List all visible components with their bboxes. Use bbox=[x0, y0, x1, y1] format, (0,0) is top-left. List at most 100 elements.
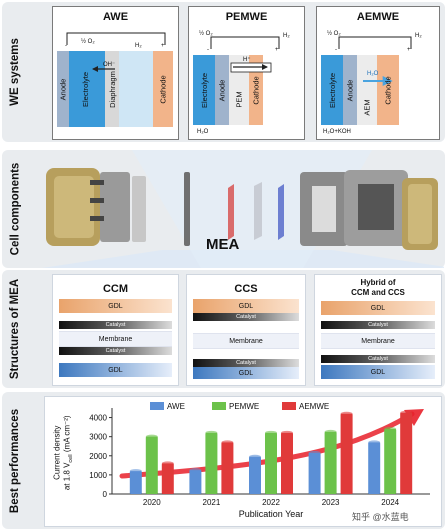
bar-cap-awe-2024 bbox=[368, 440, 381, 445]
x-tick-label: 2024 bbox=[381, 498, 399, 507]
ccm-membrane: Membrane bbox=[59, 331, 172, 347]
pemwe-title: PEMWE bbox=[225, 11, 268, 23]
awe-circuit bbox=[57, 32, 173, 127]
aemwe-circuit bbox=[321, 36, 412, 125]
aemwe-plus: + bbox=[407, 47, 411, 53]
x-tick-label: 2020 bbox=[143, 498, 161, 507]
bar-aemwe-2022 bbox=[281, 432, 293, 494]
legend-label-aemwe: AEMWE bbox=[299, 402, 329, 411]
hybrid-catalyst-top: Catalyst bbox=[321, 321, 435, 329]
chart-ylabel: Current density at 1.8 Vcell (mA cm⁻²) bbox=[50, 400, 78, 506]
bar-cap-pemwe-2024 bbox=[384, 427, 397, 432]
ccs-panel: CCS GDL Catalyst Membrane Catalyst GDL bbox=[186, 274, 306, 386]
ccm-title: CCM bbox=[102, 283, 129, 295]
bar-awe-2020 bbox=[129, 471, 142, 494]
cell-components-label: Cell components bbox=[9, 162, 21, 256]
aemwe-o2: ½ O₂ bbox=[327, 31, 341, 37]
pemwe-circuit bbox=[193, 36, 280, 125]
bar-aemwe-2023 bbox=[340, 413, 353, 494]
aemwe-panel: AEMWE - ½ O₂ H₂ + H₂O H₂O+KOH Electrolyt… bbox=[316, 6, 440, 140]
hybrid-panel: Hybrid of CCM and CCS GDL Catalyst Membr… bbox=[314, 274, 442, 386]
bar-pemwe-2021 bbox=[205, 432, 218, 494]
ccm-gdl-bottom: GDL bbox=[59, 363, 172, 377]
bar-cap-awe-2021 bbox=[189, 468, 202, 473]
chart-ylabel-line2: at 1.8 Vcell (mA cm⁻²) bbox=[62, 415, 74, 491]
bar-cap-pemwe-2020 bbox=[145, 434, 158, 439]
y-tick-label: 1000 bbox=[89, 471, 107, 480]
x-tick-label: 2022 bbox=[262, 498, 280, 507]
awe-minus: - bbox=[65, 43, 67, 49]
ccm-catalyst-bottom: Catalyst bbox=[59, 347, 172, 355]
bar-aemwe-2020 bbox=[161, 463, 174, 494]
pemwe-panel: PEMWE - ½ O₂ H₂ + H⁺ H₂O Electrolyte Ano… bbox=[188, 6, 305, 140]
awe-o2: ½ O₂ bbox=[81, 39, 95, 45]
best-performances-label: Best performances bbox=[9, 408, 21, 513]
bar-cap-aemwe-2020 bbox=[161, 461, 174, 466]
legend-swatch-aemwe bbox=[282, 402, 296, 410]
bar-pemwe-2022 bbox=[265, 432, 277, 494]
awe-title: AWE bbox=[102, 11, 129, 23]
hybrid-catalyst-bottom: Catalyst bbox=[321, 355, 435, 363]
ccs-catalyst-bottom: Catalyst bbox=[193, 359, 299, 367]
y-tick-label: 3000 bbox=[89, 433, 107, 442]
hybrid-gdl-top: GDL bbox=[321, 301, 435, 315]
bar-cap-awe-2020 bbox=[129, 469, 142, 474]
x-tick-label: 2023 bbox=[322, 498, 340, 507]
pemwe-pem: PEM bbox=[234, 90, 244, 108]
x-tick-label: 2021 bbox=[203, 498, 221, 507]
awe-anode: Anode bbox=[58, 78, 68, 100]
aemwe-anode: Anode bbox=[345, 79, 355, 101]
aemwe-electrolyte: Electrolyte bbox=[327, 72, 337, 108]
y-tick-label: 4000 bbox=[89, 414, 107, 423]
bar-cap-aemwe-2022 bbox=[281, 430, 293, 435]
aemwe-feed: H₂O+KOH bbox=[323, 129, 351, 135]
bar-cap-pemwe-2022 bbox=[265, 430, 277, 435]
bar-cap-awe-2022 bbox=[249, 454, 261, 459]
bar-awe-2022 bbox=[249, 456, 261, 494]
pemwe-plus: + bbox=[275, 47, 279, 53]
ccm-gdl-top: GDL bbox=[59, 299, 172, 313]
awe-oh: OH⁻ bbox=[103, 62, 116, 68]
y-tick-label: 0 bbox=[103, 490, 108, 499]
aemwe-minus: - bbox=[335, 47, 337, 53]
ccs-gdl-bottom: GDL bbox=[193, 367, 299, 379]
bar-cap-aemwe-2024 bbox=[400, 410, 413, 415]
bar-cap-aemwe-2023 bbox=[340, 411, 353, 416]
pemwe-minus: - bbox=[207, 47, 209, 53]
aemwe-aem: AEM bbox=[362, 98, 372, 116]
ccs-catalyst-top: Catalyst bbox=[193, 313, 299, 321]
awe-diaphragm: Diaphragm bbox=[107, 70, 117, 108]
awe-plus: + bbox=[161, 43, 165, 49]
aemwe-title: AEMWE bbox=[356, 11, 400, 23]
awe-h2: H₂ bbox=[135, 43, 142, 49]
pemwe-cathode: Cathode bbox=[251, 75, 261, 105]
hybrid-title: Hybrid of CCM and CCS bbox=[315, 278, 441, 298]
hybrid-gdl-bottom: GDL bbox=[321, 365, 435, 379]
bar-pemwe-2020 bbox=[145, 436, 158, 494]
aemwe-h2o-label: H₂O bbox=[367, 71, 379, 77]
chart-ylabel-line1: Current density bbox=[52, 425, 62, 481]
bar-awe-2023 bbox=[308, 452, 321, 494]
pemwe-o2: ½ O₂ bbox=[199, 31, 213, 37]
ccs-title: CCS bbox=[234, 283, 258, 295]
hybrid-title-line2: CCM and CCS bbox=[351, 288, 405, 297]
legend-swatch-awe bbox=[150, 402, 164, 410]
pemwe-h2o: H₂O bbox=[197, 129, 209, 135]
aemwe-cathode: Cathode bbox=[383, 75, 393, 105]
chart-xlabel: Publication Year bbox=[239, 509, 304, 519]
we-systems-label: WE systems bbox=[9, 38, 22, 106]
pemwe-electrolyte: Electrolyte bbox=[199, 72, 209, 108]
legend-label-pemwe: PEMWE bbox=[229, 402, 259, 411]
legend-swatch-pemwe bbox=[212, 402, 226, 410]
pemwe-hplus: H⁺ bbox=[243, 57, 251, 63]
hybrid-membrane: Membrane bbox=[321, 333, 435, 349]
bar-cap-awe-2023 bbox=[308, 450, 321, 455]
hybrid-title-line1: Hybrid of bbox=[360, 278, 396, 287]
structures-label: Structures of MEA bbox=[9, 278, 22, 380]
ccm-catalyst-top: Catalyst bbox=[59, 321, 172, 329]
awe-electrolyte: Electrolyte bbox=[80, 71, 90, 107]
aemwe-h2: H₂ bbox=[415, 33, 422, 39]
pemwe-h2: H₂ bbox=[283, 33, 290, 39]
bar-awe-2024 bbox=[368, 442, 381, 494]
